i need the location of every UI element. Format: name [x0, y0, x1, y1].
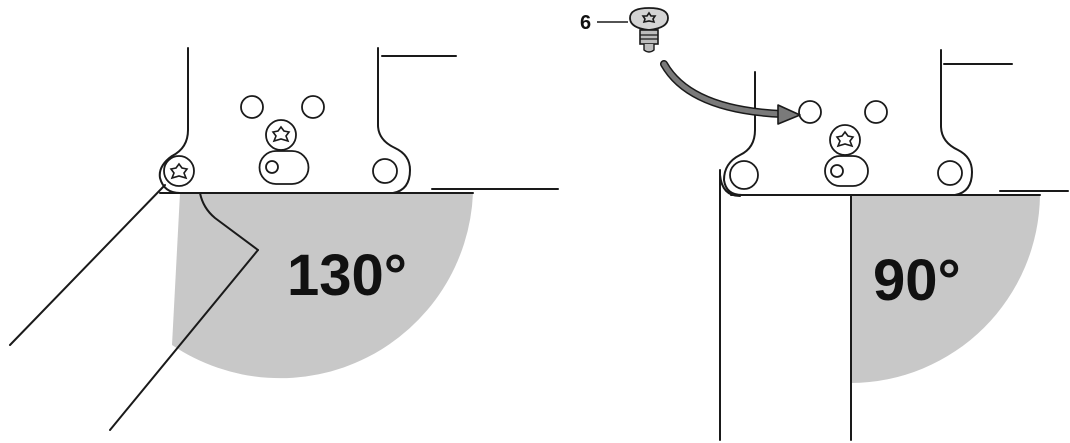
right-pivot-hole: [937, 160, 963, 186]
right-hole-2: [864, 100, 888, 124]
left-pivot-hole: [372, 158, 398, 184]
right-slot-hole: [830, 164, 844, 178]
screw-part-icon: [629, 7, 669, 53]
right-hinge-plate: [723, 49, 973, 196]
left-hinge-plate: [158, 47, 411, 194]
right-target-hole: [798, 100, 822, 124]
torx-screw-icon: [835, 130, 855, 148]
left-angle-label: 130°: [287, 243, 407, 308]
right-slot: [824, 155, 869, 187]
left-hinge-130: 130°: [9, 47, 559, 431]
right-door-hinge-curve: [719, 174, 741, 197]
left-slot: [258, 150, 310, 185]
callout-number-6: 6: [580, 12, 591, 34]
torx-screw-icon: [169, 162, 189, 180]
left-pivot-screw: [163, 155, 195, 187]
curved-arrow-icon: [660, 60, 801, 125]
right-center-screw: [829, 124, 861, 156]
left-center-screw: [265, 119, 297, 151]
right-angle-label: 90°: [873, 248, 961, 313]
torx-screw-icon: [641, 11, 657, 24]
left-hole-1: [240, 95, 264, 119]
left-hole-2: [301, 95, 325, 119]
left-door-inner-edge: [109, 249, 259, 431]
left-door-outer-edge: [9, 184, 166, 346]
left-angle-sector: [172, 193, 473, 379]
left-slot-hole: [265, 160, 279, 174]
right-door-pivot-hole: [729, 160, 759, 190]
right-angle-sector: [851, 195, 1040, 383]
torx-screw-icon: [271, 125, 291, 143]
left-door-arm: [199, 192, 259, 251]
right-hinge-90: 6 90°: [580, 7, 1069, 441]
